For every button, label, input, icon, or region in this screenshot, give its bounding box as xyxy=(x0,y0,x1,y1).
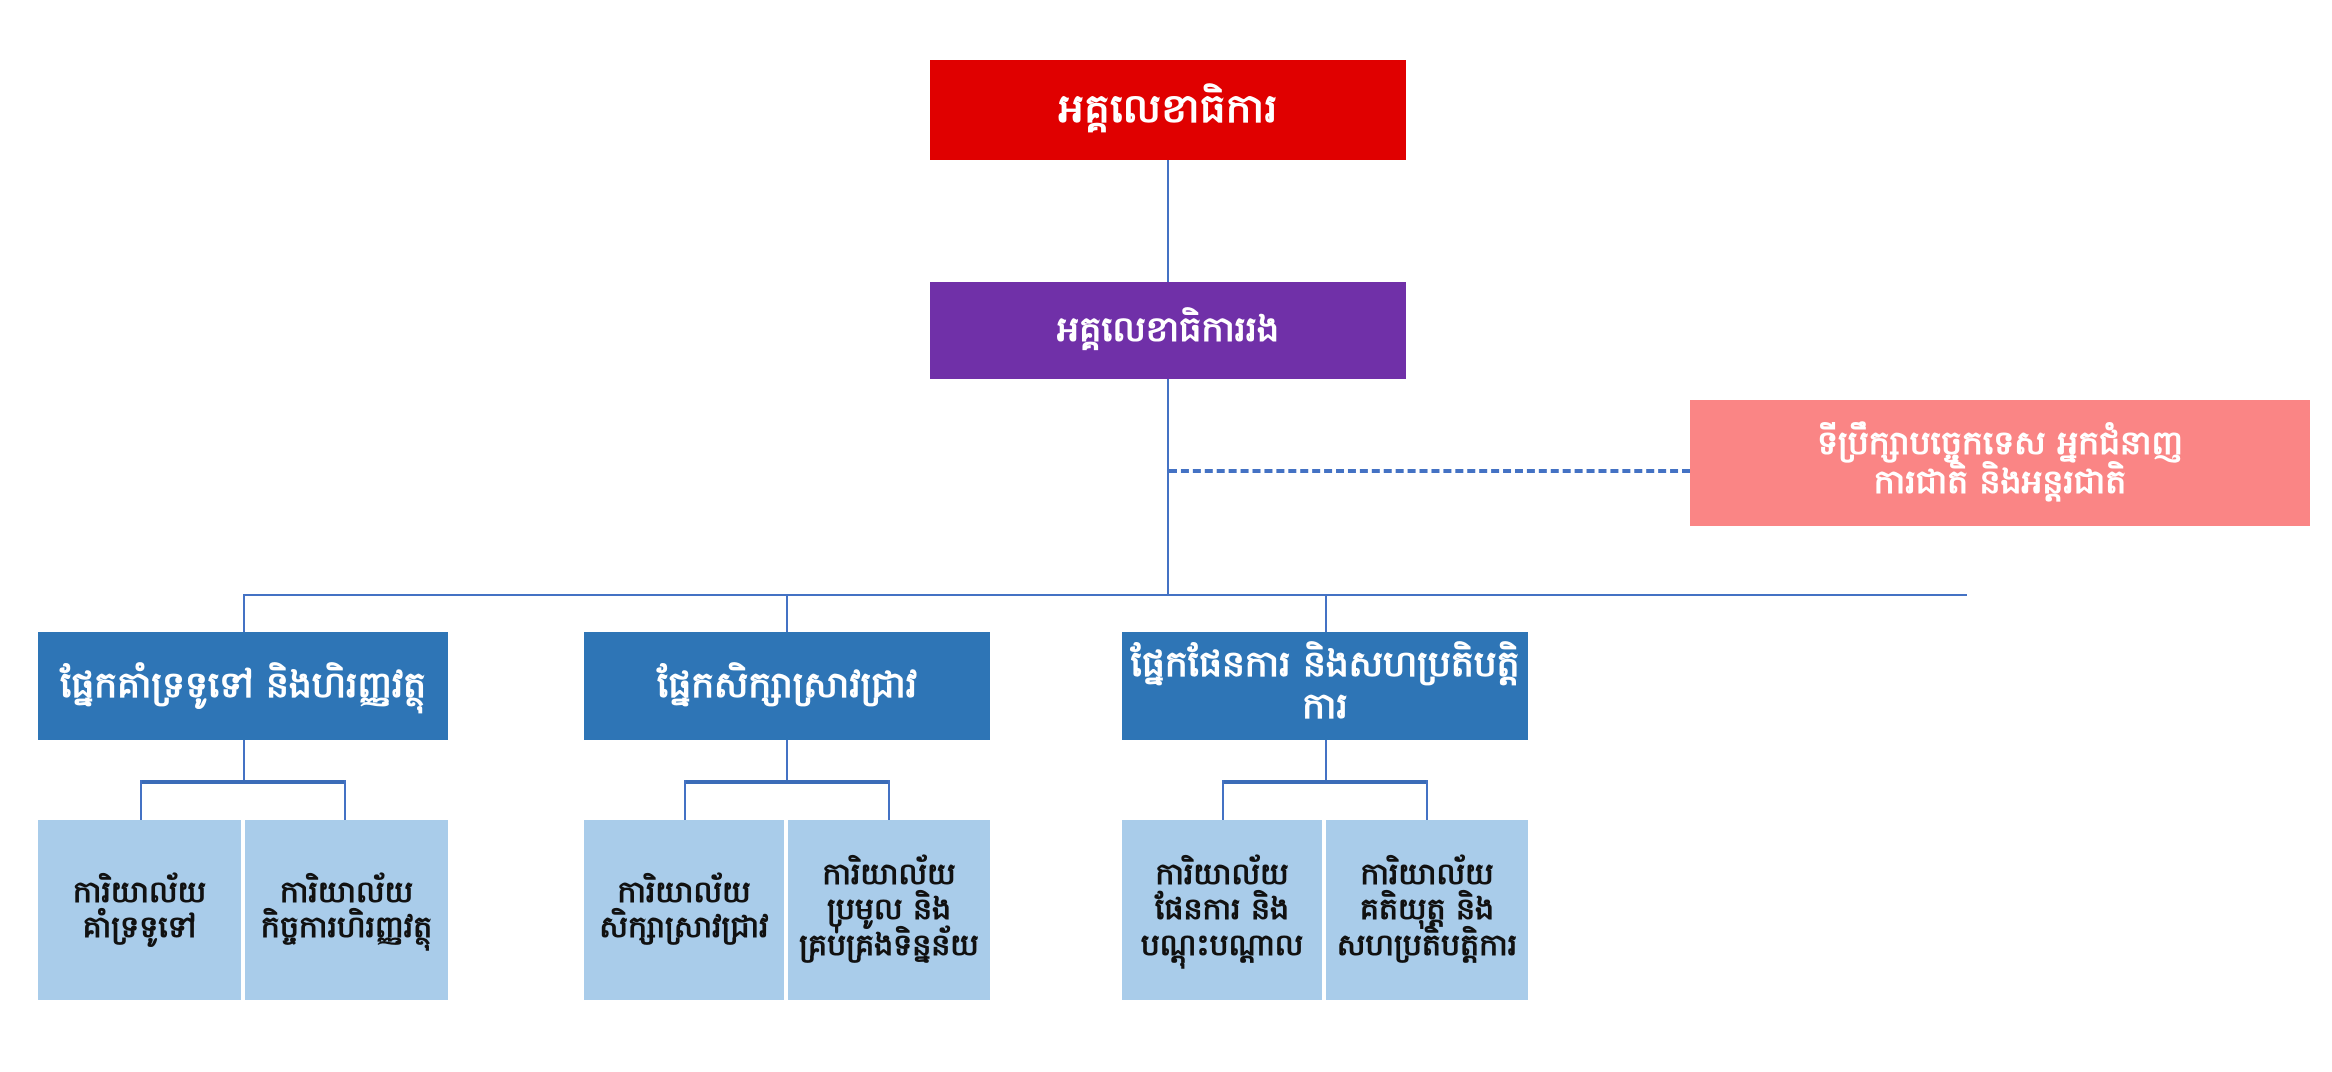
connector-drop-dept-3 xyxy=(1325,594,1327,632)
connector-department-bus xyxy=(243,594,1967,596)
node-department-research[interactable]: ផ្នែកសិក្សាស្រាវជ្រាវ xyxy=(584,632,990,740)
node-office-data-collection-management[interactable]: ការិយាល័យ ប្រមូល និង គ្រប់គ្រងទិន្នន័យ xyxy=(788,820,990,1000)
connector-dept2-stem xyxy=(786,740,788,780)
connector-advisory-dashed xyxy=(1169,469,1690,473)
connector-dsg-trunk xyxy=(1167,379,1169,596)
connector-dept3-stem xyxy=(1325,740,1327,780)
node-department-general-support-finance[interactable]: ផ្នែកគាំទ្រទូទៅ និងហិរញ្ញវត្ថុ xyxy=(38,632,448,740)
connector-drop-office-1 xyxy=(140,780,142,820)
node-office-general-support[interactable]: ការិយាល័យ គាំទ្រទូទៅ xyxy=(38,820,241,1000)
connector-drop-office-5 xyxy=(1222,780,1224,820)
connector-drop-office-3 xyxy=(684,780,686,820)
connector-drop-office-6 xyxy=(1426,780,1428,820)
connector-drop-dept-1 xyxy=(243,594,245,632)
connector-dept1-bus xyxy=(140,780,346,784)
connector-dept1-stem xyxy=(243,740,245,780)
node-secretary-general[interactable]: អគ្គលេខាធិការ xyxy=(930,60,1406,160)
connector-drop-dept-2 xyxy=(786,594,788,632)
connector-drop-office-2 xyxy=(344,780,346,820)
connector-sg-to-dsg xyxy=(1167,160,1169,282)
connector-drop-office-4 xyxy=(888,780,890,820)
node-office-financial-affairs[interactable]: ការិយាល័យ កិច្ចការហិរញ្ញវត្ថុ xyxy=(245,820,448,1000)
node-office-legal-cooperation[interactable]: ការិយាល័យ គតិយុត្ត និង សហប្រតិបត្តិការ xyxy=(1326,820,1528,1000)
node-advisory-technical-experts[interactable]: ទីប្រឹក្សាបច្ចេកទេស អ្នកជំនាញ ការជាតិ និ… xyxy=(1690,400,2310,526)
node-office-planning-training[interactable]: ការិយាល័យ ផែនការ និង បណ្ដុះបណ្ដាល xyxy=(1122,820,1322,1000)
node-deputy-secretary-general[interactable]: អគ្គលេខាធិការរង xyxy=(930,282,1406,379)
node-office-research-study[interactable]: ការិយាល័យ សិក្សាស្រាវជ្រាវ xyxy=(584,820,784,1000)
connector-dept3-bus xyxy=(1222,780,1428,784)
connector-dept2-bus xyxy=(684,780,890,784)
node-department-planning-cooperation[interactable]: ផ្នែកផែនការ និងសហប្រតិបត្តិការ xyxy=(1122,632,1528,740)
